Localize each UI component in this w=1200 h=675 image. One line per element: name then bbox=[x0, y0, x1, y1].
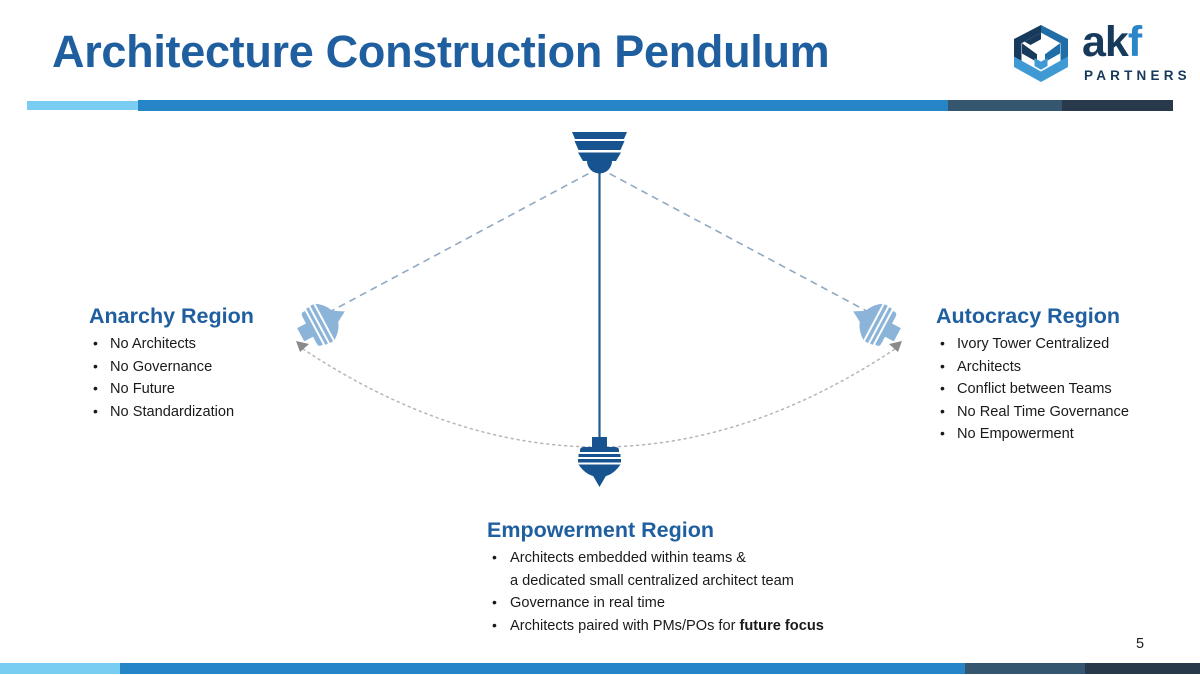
list-item: Conflict between Teams bbox=[936, 377, 1186, 401]
list-item: Architects bbox=[936, 355, 1186, 379]
anarchy-region-bullets: No Architects No Governance No Future No… bbox=[89, 332, 339, 424]
list-item-continuation: a dedicated small centralized architect … bbox=[510, 572, 794, 589]
logo-letter-a: a bbox=[1082, 18, 1106, 66]
autocracy-region-heading: Autocracy Region bbox=[936, 304, 1120, 328]
list-item: No Empowerment bbox=[936, 422, 1186, 446]
list-item: No Future bbox=[89, 377, 339, 401]
page-title: Architecture Construction Pendulum bbox=[52, 26, 830, 77]
list-item-emphasis: future focus bbox=[739, 617, 824, 634]
divider-bottom-segment-mid bbox=[120, 663, 965, 674]
logo-wordmark: akf bbox=[1082, 18, 1142, 66]
empowerment-region-bullets: Architects embedded within teams & a ded… bbox=[487, 546, 887, 638]
arc-arrowhead-right bbox=[889, 341, 902, 352]
swing-line-right bbox=[598, 167, 877, 317]
swing-line-left bbox=[321, 167, 600, 317]
akf-partners-logo: akf PARTNERS bbox=[1008, 18, 1187, 90]
divider-bottom-segment-light bbox=[0, 663, 120, 674]
divider-top-segment-light bbox=[27, 101, 138, 110]
divider-bottom-segment-navy bbox=[1085, 663, 1200, 674]
anarchy-region-heading: Anarchy Region bbox=[89, 304, 254, 328]
pendulum-pivot bbox=[572, 132, 627, 174]
page-number: 5 bbox=[1136, 636, 1145, 652]
logo-subtitle: PARTNERS bbox=[1084, 68, 1191, 83]
divider-top-segment-navy bbox=[1062, 100, 1173, 111]
logo-letter-f: f bbox=[1127, 18, 1142, 66]
logo-letter-k: k bbox=[1104, 18, 1129, 66]
empowerment-region-heading: Empowerment Region bbox=[487, 518, 714, 542]
list-item: No Standardization bbox=[89, 400, 339, 424]
divider-top-segment-mid bbox=[138, 100, 948, 111]
akf-cube-icon bbox=[1014, 25, 1068, 82]
divider-bottom-segment-slate bbox=[965, 663, 1085, 674]
empowerment-region-block: Empowerment Region Architects embedded w… bbox=[487, 518, 887, 637]
anarchy-region-block: Anarchy Region No Architects No Governan… bbox=[89, 304, 339, 423]
pendulum-bob-right bbox=[853, 303, 901, 346]
list-item: Governance in real time bbox=[487, 591, 887, 615]
list-item: Architects embedded within teams & bbox=[487, 546, 887, 570]
pendulum-bob-center bbox=[578, 437, 621, 487]
autocracy-region-block: Autocracy Region Ivory Tower Centralized… bbox=[936, 304, 1186, 446]
list-item: No Governance bbox=[89, 355, 339, 379]
list-item: No Architects bbox=[89, 332, 339, 356]
list-item: Ivory Tower Centralized bbox=[936, 332, 1186, 356]
divider-top-segment-slate bbox=[948, 100, 1062, 111]
list-item-future-focus: Architects paired with PMs/POs for futur… bbox=[487, 614, 887, 638]
list-item-text: Architects paired with PMs/POs for bbox=[510, 617, 740, 634]
swing-arc bbox=[302, 348, 896, 448]
list-item: No Real Time Governance bbox=[936, 400, 1186, 424]
autocracy-region-bullets: Ivory Tower Centralized Architects Confl… bbox=[936, 332, 1186, 446]
